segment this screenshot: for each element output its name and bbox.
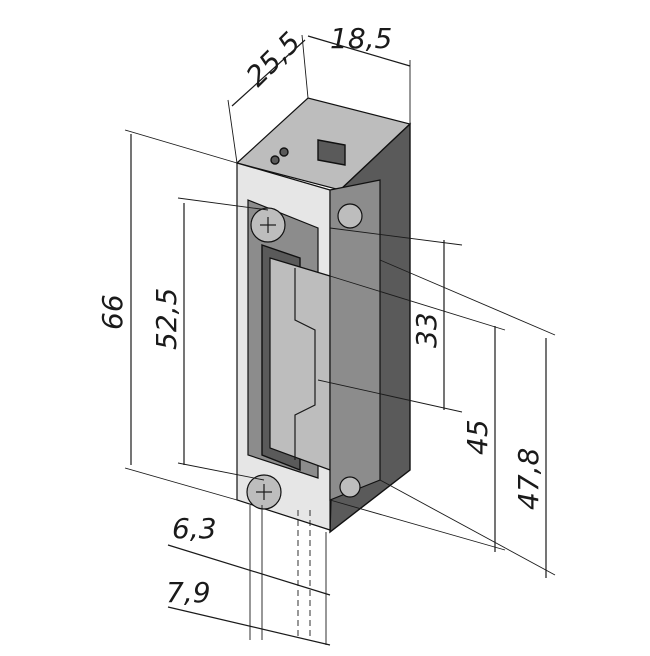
screw-bottom: [246, 474, 282, 510]
dim-latch-offset: 45: [461, 419, 494, 455]
dim-latch-height: 33: [410, 312, 443, 348]
dim-height-screws: 52,5: [150, 288, 183, 350]
side-edge: [329, 179, 381, 501]
dim-offset-large: 7,9: [166, 576, 211, 609]
dim-face-height: 47,8: [512, 448, 545, 510]
side-screw-bottom: [339, 476, 361, 498]
top-hole-2: [279, 147, 289, 157]
screw-top: [250, 207, 286, 243]
dim-height-total: 66: [96, 294, 129, 330]
latch-tongue-contour: [294, 268, 316, 460]
latch-tongue: [269, 257, 331, 471]
dim-depth-top: 18,5: [330, 22, 392, 55]
dim-offset-small: 6,3: [172, 512, 217, 545]
dimension-lines: [124, 34, 556, 646]
top-hole-1: [270, 155, 280, 165]
top-clip: [317, 139, 346, 166]
side-screw-top: [337, 203, 363, 229]
strike-body: [235, 97, 412, 534]
dim-width-top: 25,5: [240, 26, 307, 93]
